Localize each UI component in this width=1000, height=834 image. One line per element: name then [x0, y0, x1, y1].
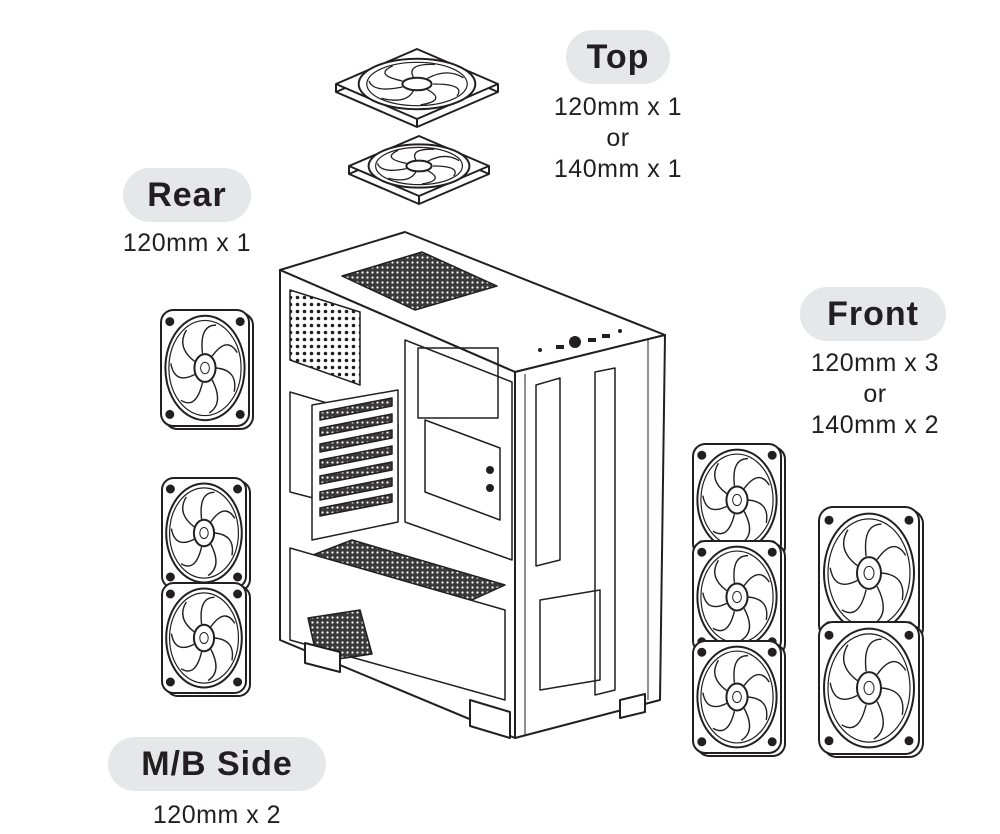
top-fan-140mm [335, 48, 499, 128]
front-fan-120mm-2 [692, 540, 786, 657]
top-spec-line-3: 140mm x 1 [553, 155, 683, 183]
computer-case [279, 231, 666, 739]
front-mounting-bracket [535, 377, 561, 567]
mb-side-title: M/B Side [141, 744, 293, 783]
case-foot-front-left [469, 699, 511, 739]
mb-side-badge: M/B Side [108, 737, 326, 791]
top-title: Top [586, 37, 650, 76]
front-title: Front [827, 294, 919, 333]
top-spec-line-1: 120mm x 1 [553, 93, 683, 121]
top-mesh-vent [341, 251, 498, 311]
top-badge: Top [566, 30, 670, 84]
cpu-cutout [424, 419, 501, 521]
fans-layer [160, 48, 924, 758]
mb-side-fan-2 [161, 582, 251, 697]
front-fan-140mm-2 [818, 621, 924, 758]
front-spec-line-1: 120mm x 3 [810, 349, 940, 377]
front-spec: 120mm x 3 or 140mm x 2 [795, 348, 955, 441]
front-fan-120mm-1 [692, 443, 786, 560]
rear-spec-line-1: 120mm x 1 [122, 229, 252, 257]
case-front-face [514, 334, 666, 739]
case-foot-rear [304, 642, 341, 673]
front-rail [594, 367, 616, 696]
top-fan-120mm [348, 135, 490, 205]
front-spec-line-2: or [863, 380, 887, 408]
psu-shroud [289, 547, 506, 701]
rear-fan-mesh [289, 289, 361, 386]
rear-badge: Rear [123, 168, 251, 222]
rear-fan-120mm [160, 309, 254, 430]
front-fan-140mm-1 [818, 506, 924, 643]
top-spec: 120mm x 1 or 140mm x 1 [538, 92, 698, 185]
expansion-slots [311, 389, 399, 541]
mb-side-spec-line-1: 120mm x 2 [152, 801, 282, 829]
front-fan-120mm-3 [692, 640, 786, 757]
front-spec-line-3: 140mm x 2 [810, 411, 940, 439]
mb-side-spec: 120mm x 2 [137, 800, 297, 831]
front-badge: Front [800, 287, 946, 341]
top-spec-line-2: or [606, 124, 630, 152]
top-io-ports [538, 329, 622, 352]
hdd-cage [539, 589, 601, 691]
motherboard-tray [404, 339, 513, 561]
rear-spec: 120mm x 1 [107, 228, 267, 259]
mb-side-fan-1 [161, 477, 251, 592]
rear-title: Rear [147, 175, 227, 214]
case-foot-front-right [619, 693, 646, 719]
